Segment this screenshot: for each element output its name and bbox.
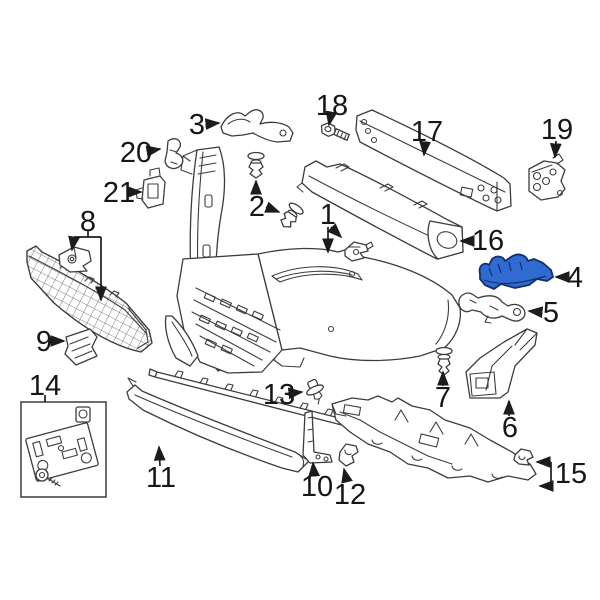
part-cover-corner: [164, 315, 199, 367]
part-sensor: [164, 138, 184, 170]
part-clip-12: [338, 443, 359, 467]
part-grille-bracket: [58, 246, 92, 273]
leader-20: [145, 145, 162, 158]
callout-9[interactable]: 9: [36, 326, 52, 358]
part-push-pin: [306, 378, 324, 405]
leader-5: [527, 306, 544, 319]
leader-1b: [327, 223, 343, 239]
part-grille-cover: [64, 328, 98, 366]
part-bolt: [320, 122, 350, 141]
part-bumper-cover-deck: [257, 247, 462, 368]
callout-8[interactable]: 8: [80, 206, 96, 238]
callout-5[interactable]: 5: [543, 297, 559, 329]
part-clip-2b: [280, 202, 304, 228]
callout-15[interactable]: 15: [555, 458, 587, 490]
part-corner-bracket: [302, 410, 333, 464]
callout-labels: 1 2 3 4 5 6 7 8 9 10 11 12 13 14 15 16 1…: [29, 90, 587, 511]
callout-19[interactable]: 19: [541, 114, 573, 146]
callout-13[interactable]: 13: [263, 379, 295, 411]
leader-8a: [68, 235, 80, 252]
callout-3[interactable]: 3: [189, 109, 205, 141]
leader-10: [308, 461, 321, 478]
part-upper-bracket: [220, 109, 294, 143]
part-side-bracket-upper: [528, 153, 566, 201]
callout-20[interactable]: 20: [120, 137, 152, 169]
part-license-bracket-kit: [20, 401, 107, 498]
callout-21[interactable]: 21: [103, 177, 135, 209]
callout-6[interactable]: 6: [502, 412, 518, 444]
kit-clip: [75, 406, 91, 423]
part-front-spoiler: [126, 377, 310, 473]
part-sensor-bracket: [135, 167, 166, 209]
callout-12[interactable]: 12: [334, 479, 366, 511]
part-bumper-cover-face: [176, 253, 283, 374]
grille-slat-segments: [198, 292, 264, 355]
callout-17[interactable]: 17: [411, 116, 443, 148]
part-bumper-support-highlighted: [478, 253, 554, 290]
callout-10[interactable]: 10: [301, 471, 333, 503]
callout-18[interactable]: 18: [316, 90, 348, 122]
callout-16[interactable]: 16: [472, 225, 504, 257]
callout-2[interactable]: 2: [249, 191, 265, 223]
highlight-shape: [478, 253, 554, 290]
leader-18: [325, 110, 338, 127]
leader-3: [204, 118, 221, 131]
callout-1[interactable]: 1: [320, 199, 336, 231]
part-clip-7: [435, 346, 453, 376]
leader-17: [419, 140, 432, 157]
callout-7[interactable]: 7: [435, 382, 451, 414]
kit-bolt: [35, 468, 61, 487]
part-support-arm: [458, 292, 526, 324]
callout-4[interactable]: 4: [567, 262, 583, 294]
part-clip-2a: [247, 151, 265, 179]
callout-14[interactable]: 14: [29, 370, 61, 402]
leader-11: [153, 445, 166, 467]
part-clip-1: [344, 241, 374, 262]
part-reinforcement-beam: [355, 109, 512, 212]
part-energy-absorber: [296, 160, 464, 260]
callout-11[interactable]: 11: [146, 462, 176, 494]
leader-12: [341, 467, 353, 484]
leader-13: [287, 387, 304, 400]
callout-leaders: [44, 110, 570, 492]
part-clip-15: [513, 448, 534, 466]
leader-2b: [264, 201, 281, 213]
part-under-cover: [331, 395, 537, 483]
leader-19: [549, 140, 562, 159]
part-side-retainer: [465, 328, 538, 399]
